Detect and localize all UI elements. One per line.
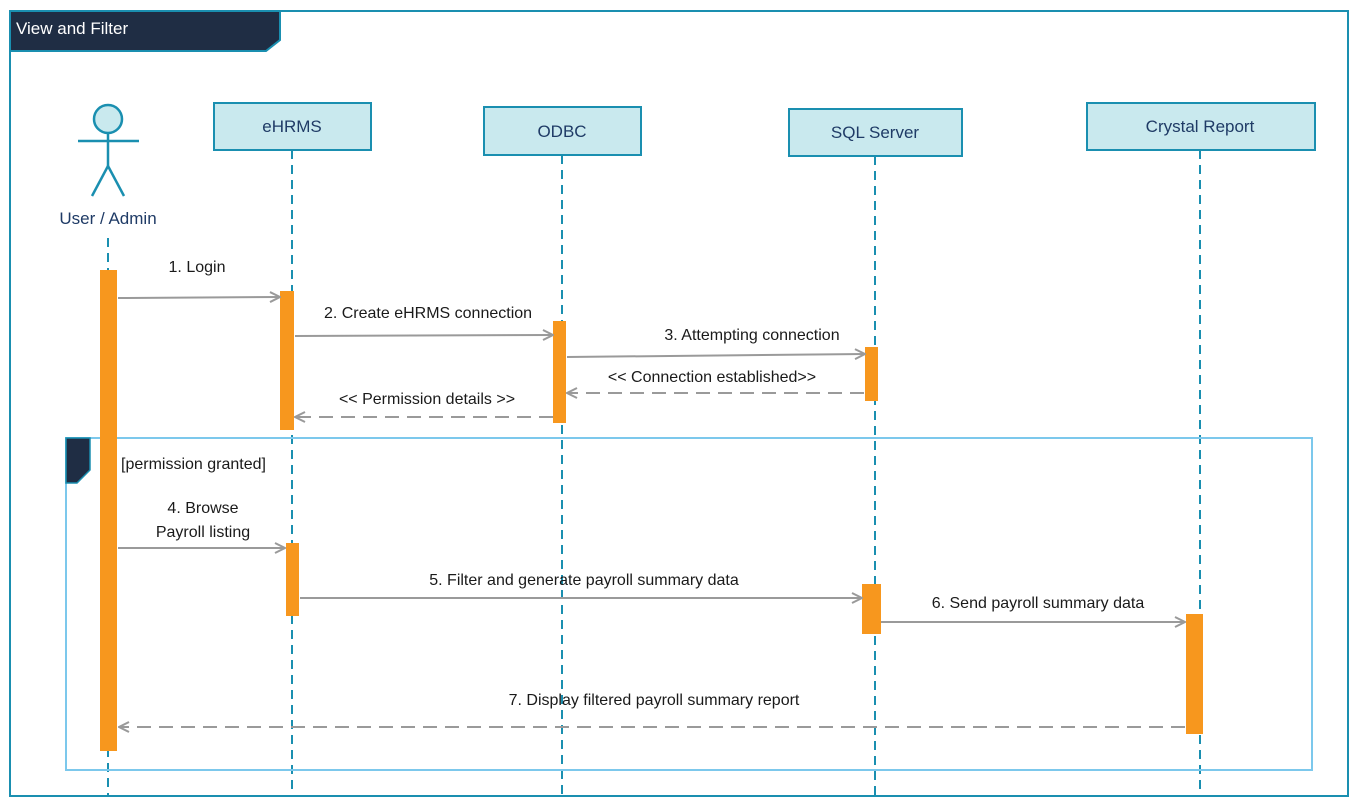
- message-label-6: 6. Send payroll summary data: [932, 595, 1145, 612]
- frame-title: View and Filter: [16, 19, 128, 38]
- fragment-tab: [65, 437, 91, 484]
- participant-sql-box: [788, 108, 963, 157]
- message-label-4-line2: Payroll listing: [156, 524, 250, 541]
- message-label-2-return: << Permission details >>: [339, 391, 515, 408]
- activation-sql-2: [862, 584, 881, 634]
- participant-crystal-box: [1086, 102, 1316, 151]
- participant-odbc-label: ODBC: [537, 122, 586, 141]
- message-label-1: 1. Login: [169, 259, 226, 276]
- participant-ehrms-label: eHRMS: [262, 117, 322, 136]
- diagram-frame: [9, 10, 1349, 797]
- participant-actor-label: User / Admin: [59, 209, 156, 228]
- activation-odbc: [553, 321, 566, 423]
- participant-sql-label: SQL Server: [831, 123, 920, 142]
- message-label-4-line1: 4. Browse: [167, 500, 238, 517]
- message-arrow-1: [117, 297, 280, 298]
- participant-odbc-box: [483, 106, 642, 156]
- fragment-box: [65, 437, 1313, 771]
- activation-actor: [100, 270, 117, 751]
- message-arrow-2: [294, 335, 553, 336]
- participant-ehrms-box: [213, 102, 372, 151]
- fragment-guard: [permission granted]: [121, 456, 266, 473]
- message-label-7-return: 7. Display filtered payroll summary repo…: [509, 692, 800, 709]
- message-arrow-3: [566, 354, 865, 357]
- activation-crystal: [1186, 614, 1203, 734]
- message-label-3-return: << Connection established>>: [608, 369, 816, 386]
- stick-figure-icon: [78, 103, 139, 197]
- activation-sql-1: [865, 347, 878, 401]
- message-label-2: 2. Create eHRMS connection: [324, 305, 532, 322]
- activation-ehrms-1: [280, 291, 294, 430]
- participant-crystal-label: Crystal Report: [1146, 117, 1255, 136]
- message-label-3: 3. Attempting connection: [664, 327, 839, 344]
- message-label-5: 5. Filter and generate payroll summary d…: [429, 572, 739, 589]
- activation-ehrms-2: [286, 543, 299, 616]
- frame-title-tab: [9, 10, 281, 52]
